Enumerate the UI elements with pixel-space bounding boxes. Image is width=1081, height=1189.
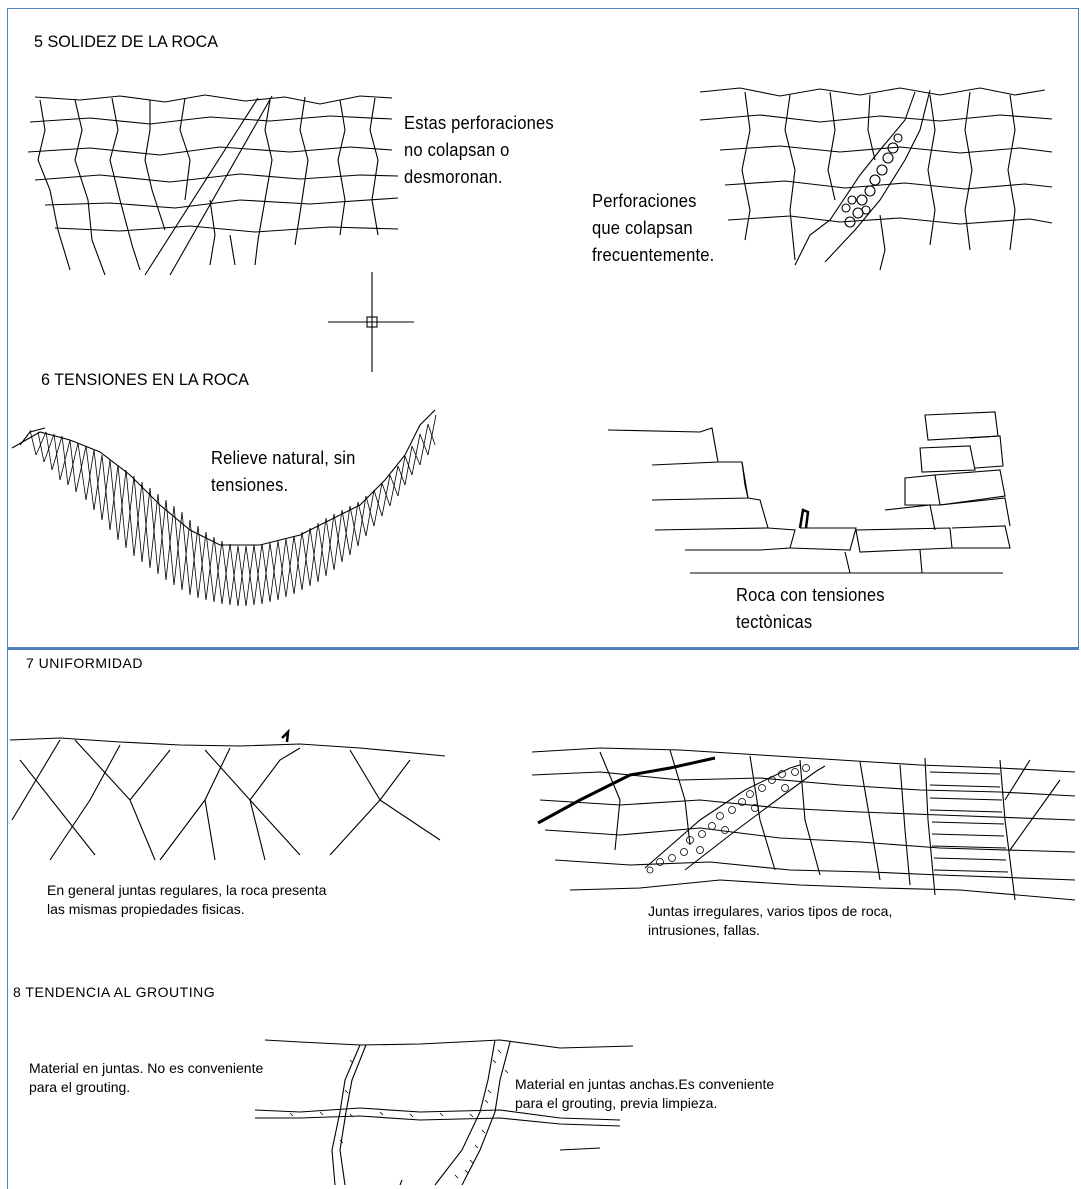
irregular-joints-drawing — [532, 748, 1075, 900]
collapsing-bore-caption: Perforaciones que colapsan frecuentement… — [592, 188, 714, 269]
section-6-heading: 6 TENSIONES EN LA ROCA — [41, 370, 249, 390]
narrow-joint-material-caption: Material en juntas. No es conveniente pa… — [29, 1059, 263, 1097]
natural-relief-caption: Relieve natural, sin tensiones. — [211, 445, 356, 499]
fractured-rock-block-drawing — [700, 88, 1052, 270]
uniform-joints-caption: En general juntas regulares, la roca pre… — [47, 881, 326, 919]
uniform-joints-drawing — [10, 732, 445, 860]
wide-joint-material-caption: Material en juntas anchas.Es conveniente… — [515, 1075, 774, 1113]
tectonic-stress-caption: Roca con tensiones tectònicas — [736, 582, 885, 636]
tectonic-stress-drawing — [608, 412, 1010, 573]
natural-relief-drawing — [12, 410, 436, 606]
section-5-heading: 5 SOLIDEZ DE LA ROCA — [34, 32, 218, 52]
solid-rock-block-drawing — [28, 95, 398, 275]
irregular-joints-caption: Juntas irregulares, varios tipos de roca… — [648, 902, 892, 940]
solid-rock-caption: Estas perforaciones no colapsan o desmor… — [404, 110, 554, 191]
section-7-heading: 7 UNIFORMIDAD — [26, 654, 143, 672]
crosshair-cursor-icon — [328, 272, 414, 372]
section-8-heading: 8 TENDENCIA AL GROUTING — [13, 983, 215, 1001]
